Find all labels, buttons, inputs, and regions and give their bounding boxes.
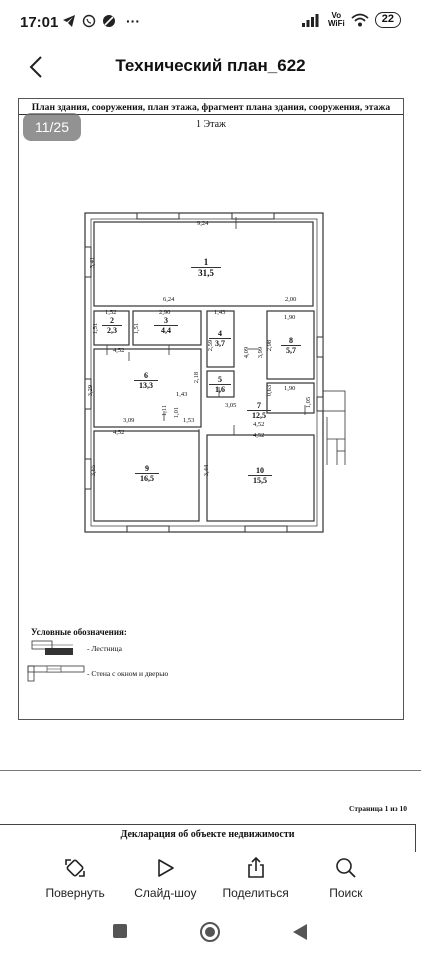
system-nav-bar — [0, 905, 421, 960]
next-document-title: Декларация об объекте недвижимости — [120, 829, 295, 840]
page-divider — [0, 770, 421, 771]
search-icon — [336, 858, 356, 878]
telegram-icon — [63, 15, 75, 27]
floor-plan — [84, 212, 346, 533]
back-nav-button[interactable] — [292, 923, 308, 946]
back-triangle-icon — [293, 924, 307, 940]
wall-legend-icon — [27, 665, 85, 682]
dimension-label: 9,24 — [197, 220, 209, 227]
page-title: Технический план_622 — [115, 56, 306, 75]
dimension-label: 1,51 — [92, 322, 100, 335]
dimension-label: 4,52 — [253, 432, 265, 439]
play-icon — [158, 859, 175, 877]
slideshow-label: Слайд-шоу — [134, 886, 197, 900]
bottom-toolbar: Повернуть Слайд-шоу Поделиться Поиск — [0, 850, 421, 905]
dimension-label: 4,52 — [113, 429, 125, 436]
dimension-label: 1,51 — [133, 322, 141, 335]
stairs-legend-icon — [31, 640, 73, 655]
dimension-label: 2,00 — [285, 296, 297, 303]
dimension-label: 4,52 — [113, 347, 125, 354]
recents-button[interactable] — [112, 923, 128, 944]
dimension-label: 4,52 — [253, 421, 265, 428]
legend-item-wall: - Стена с окном и дверью — [87, 669, 169, 678]
dimension-label: 1,90 — [284, 314, 296, 321]
dimension-label: 4,09 — [243, 346, 251, 359]
rotate-label: Повернуть — [45, 886, 105, 900]
app-header: Технический план_622 — [0, 46, 421, 88]
home-circle-icon — [200, 922, 220, 942]
document-page: План здания, сооружения, план этажа, фра… — [18, 98, 404, 720]
dimension-label: 3,99 — [257, 346, 265, 359]
dimension-label: 1,53 — [183, 417, 195, 424]
dimension-label: 1,43 — [176, 391, 188, 398]
status-time: 17:01 — [20, 14, 59, 31]
dimension-label: 3,41 — [89, 256, 97, 269]
dimension-label: 2,59 — [207, 339, 215, 352]
home-button[interactable] — [199, 921, 221, 948]
floor-label: 1 Этаж — [196, 119, 226, 130]
dimension-label: 1,01 — [173, 406, 181, 419]
dimension-label: 3,29 — [87, 384, 95, 397]
dimension-label: 0,63 — [266, 384, 274, 397]
dimension-label: 2,90 — [159, 309, 171, 316]
rotate-icon — [65, 859, 85, 877]
dnd-icon — [103, 15, 115, 27]
whatsapp-icon — [82, 14, 96, 28]
search-button[interactable]: Поиск — [301, 850, 391, 905]
document-title: План здания, сооружения, план этажа, фра… — [31, 102, 391, 113]
share-label: Поделиться — [222, 886, 289, 900]
dimension-label: 2,98 — [266, 339, 274, 352]
dimension-label: 1,43 — [214, 309, 226, 316]
wifi-icon — [351, 13, 369, 27]
search-label: Поиск — [329, 886, 363, 900]
rotate-button[interactable]: Повернуть — [30, 850, 120, 905]
dimension-label: 3,05 — [225, 402, 237, 409]
chevron-left-icon — [29, 56, 42, 78]
legend-item-stairs: - Лестница — [87, 644, 122, 653]
dimension-label: 3,09 — [123, 417, 135, 424]
signal-icon — [301, 13, 319, 27]
more-indicator: ··· — [126, 13, 140, 29]
back-button[interactable] — [22, 52, 52, 82]
recents-square-icon — [113, 924, 127, 938]
dimension-label: 2,18 — [193, 371, 201, 384]
page-counter[interactable]: 11/25 — [23, 113, 81, 141]
dimension-label: 1,90 — [284, 385, 296, 392]
share-icon — [247, 856, 264, 878]
dimension-label: 1,52 — [105, 309, 117, 316]
dimension-label: 1,11 — [161, 404, 169, 417]
dimension-label: 3,44 — [203, 464, 211, 477]
battery-icon: 22 — [374, 12, 401, 28]
next-page-footer: Страница 1 из 10 — [349, 804, 407, 813]
dimension-label: 1,05 — [305, 396, 313, 409]
slideshow-button[interactable]: Слайд-шоу — [120, 850, 210, 905]
next-document-page: Декларация об объекте недвижимости — [0, 824, 416, 852]
dimension-label: 3,65 — [90, 464, 98, 477]
legend-title: Условные обозначения: — [31, 627, 127, 637]
document-viewer[interactable]: План здания, сооружения, план этажа, фра… — [0, 88, 421, 852]
share-button[interactable]: Поделиться — [211, 850, 301, 905]
dimension-label: 6,24 — [163, 296, 175, 303]
